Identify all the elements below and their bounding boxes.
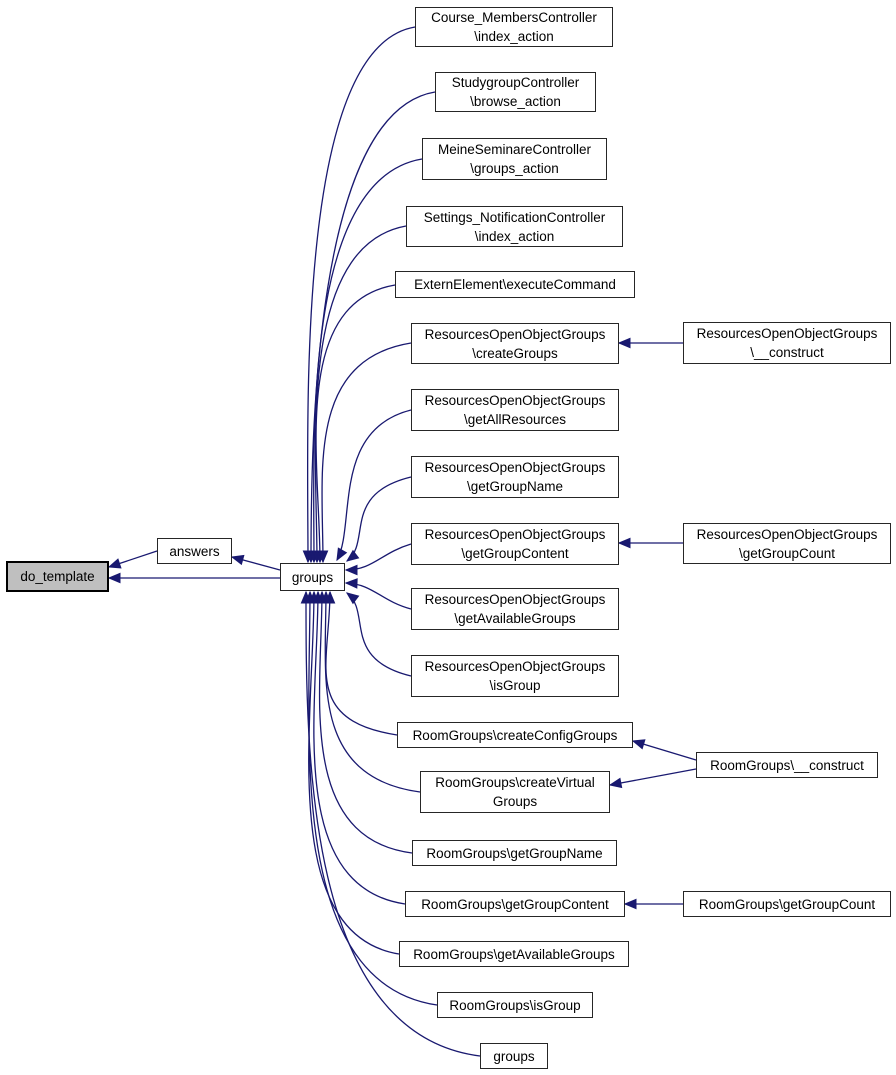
node-label: \__construct: [750, 345, 824, 360]
edge-course_members_index-to-groups_center: [306, 26, 416, 563]
node-label: Groups: [492, 794, 538, 809]
node-rg_createconfiggroups[interactable]: RoomGroups\createConfigGroups: [397, 722, 633, 748]
node-label: \isGroup: [489, 678, 541, 693]
node-label: answers: [169, 543, 220, 559]
edge-rg_construct-to-rg_createvirtualgroups: [609, 768, 697, 786]
arrowhead-groups_center-to-answers: [230, 554, 245, 566]
node-label: RoomGroups\getGroupCount: [698, 896, 876, 912]
edge-roog_getgroupname-to-groups_center: [346, 476, 412, 562]
node-label: \getGroupContent: [461, 546, 569, 561]
node-label: RoomGroups\__construct: [710, 757, 864, 773]
node-label: StudygroupController: [451, 75, 580, 90]
arrowhead-roog_creategroups-to-groups_center: [317, 550, 329, 564]
node-label: RoomGroups\getGroupName: [426, 845, 603, 861]
node-settings_notification[interactable]: Settings_NotificationController \index_ac…: [406, 206, 623, 247]
arrowhead-roog_isgroup-to-groups_center: [345, 592, 360, 605]
node-label: groups: [291, 569, 334, 585]
node-label: MeineSeminareController: [437, 142, 592, 157]
node-label: \createGroups: [472, 345, 558, 361]
node-label: RoomGroups\createConfigGroups: [412, 727, 618, 743]
node-roog_getgroupcount[interactable]: ResourcesOpenObjectGroups \getGroupCount: [683, 523, 891, 564]
node-roog_getgroupcontent[interactable]: ResourcesOpenObjectGroups \getGroupConten…: [411, 523, 619, 565]
edge-meineseminare_groups-to-groups_center: [313, 158, 423, 563]
node-label: \getGroupCount: [738, 545, 836, 561]
node-label: RoomGroups\getGroupContent: [421, 896, 609, 912]
edge-rg_isgroup-to-groups_center: [308, 591, 438, 1006]
node-roog_getgroupname[interactable]: ResourcesOpenObjectGroups \getGroupName: [411, 456, 619, 498]
node-answers[interactable]: answers: [157, 538, 232, 564]
node-roog_getavailablegroups[interactable]: ResourcesOpenObjectGroups \getAvailableGr…: [411, 588, 619, 630]
node-label: RoomGroups\getAvailableGroups: [413, 946, 615, 962]
node-meineseminare_groups[interactable]: MeineSeminareController \groups_action: [422, 138, 607, 180]
node-label: \getAvailableGroups: [454, 611, 576, 626]
node-label: Settings_NotificationController: [423, 209, 606, 225]
edge-roog_creategroups-to-groups_center: [321, 342, 412, 563]
node-roog_construct[interactable]: ResourcesOpenObjectGroups \__construct: [683, 322, 891, 364]
node-label: \browse_action: [470, 94, 561, 109]
node-groups_center[interactable]: groups: [280, 563, 345, 591]
node-label: ResourcesOpenObjectGroups: [696, 326, 878, 341]
node-label: RoomGroups\isGroup: [449, 997, 581, 1013]
edge-studygroup_browse-to-groups_center: [310, 91, 436, 563]
edge-rg_createconfiggroups-to-groups_center: [325, 591, 398, 736]
node-label: ResourcesOpenObjectGroups: [424, 592, 606, 607]
edge-externelement_execute-to-groups_center: [315, 284, 396, 563]
node-label: Course_MembersController: [431, 10, 597, 25]
node-label: \getGroupName: [466, 479, 564, 494]
node-roog_isgroup[interactable]: ResourcesOpenObjectGroups \isGroup: [411, 655, 619, 697]
node-label: do_template: [20, 569, 95, 584]
node-label: \index_action: [474, 29, 554, 44]
arrowhead-groups_bottom-to-groups_center: [300, 590, 312, 604]
arrowhead-roog_getallresources-to-groups_center: [336, 547, 348, 562]
node-label: ResourcesOpenObjectGroups: [424, 460, 606, 475]
edge-rg_getavailablegroups-to-groups_center: [308, 591, 400, 955]
edge-roog_getallresources-to-groups_center: [336, 409, 412, 561]
node-studygroup_browse[interactable]: StudygroupController \browse_action: [435, 72, 596, 112]
node-label: ResourcesOpenObjectGroups: [424, 393, 606, 408]
arrowhead-answers-to-do_template: [107, 558, 122, 569]
node-label: groups: [493, 1048, 535, 1064]
node-rg_getgroupcontent[interactable]: RoomGroups\getGroupContent: [405, 891, 625, 917]
node-course_members_index[interactable]: Course_MembersController \index_action: [415, 7, 613, 47]
edge-groups_bottom-to-groups_center: [305, 591, 481, 1057]
node-label: ExternElement\executeCommand: [414, 277, 616, 292]
edge-rg_getgroupname-to-groups_center: [318, 591, 413, 854]
node-rg_getgroupname[interactable]: RoomGroups\getGroupName: [412, 840, 617, 866]
arrowhead-roog_getgroupname-to-groups_center: [345, 549, 360, 562]
arrowhead-roog_getgroupcount-to-roog_getgroupcontent: [617, 537, 631, 549]
node-label: \getAllResources: [463, 412, 567, 427]
edge-rg_getgroupcontent-to-groups_center: [313, 591, 406, 905]
node-label: ResourcesOpenObjectGroups: [424, 326, 606, 342]
arrowhead-roog_getavailablegroups-to-groups_center: [344, 578, 358, 589]
arrowhead-rg_construct-to-rg_createvirtualgroups: [608, 777, 623, 789]
arrowhead-rg_construct-to-rg_createconfiggroups: [631, 739, 646, 750]
arrowhead-roog_getgroupcontent-to-groups_center: [344, 564, 358, 576]
node-roog_getallresources[interactable]: ResourcesOpenObjectGroups \getAllResource…: [411, 389, 619, 431]
node-roog_creategroups[interactable]: ResourcesOpenObjectGroups \createGroups: [411, 323, 619, 364]
node-label: ResourcesOpenObjectGroups: [424, 659, 606, 674]
node-rg_getavailablegroups[interactable]: RoomGroups\getAvailableGroups: [399, 941, 629, 967]
node-groups_bottom[interactable]: groups: [480, 1043, 548, 1069]
node-label: RoomGroups\createVirtual: [435, 775, 595, 790]
edge-settings_notification-to-groups_center: [314, 225, 407, 563]
arrowhead-groups_center-to-do_template: [107, 572, 121, 584]
node-label: ResourcesOpenObjectGroups: [696, 526, 878, 542]
node-label: \index_action: [474, 228, 555, 244]
node-rg_getgroupcount[interactable]: RoomGroups\getGroupCount: [683, 891, 891, 917]
arrowhead-roog_construct-to-roog_creategroups: [617, 337, 631, 349]
node-rg_isgroup[interactable]: RoomGroups\isGroup: [437, 992, 593, 1018]
node-do_template: do_template: [6, 561, 109, 592]
edge-rg_createvirtualgroups-to-groups_center: [324, 591, 421, 793]
node-externelement_execute[interactable]: ExternElement\executeCommand: [395, 271, 635, 298]
node-rg_construct[interactable]: RoomGroups\__construct: [696, 752, 878, 778]
arrowhead-rg_getgroupcount-to-rg_getgroupcontent: [623, 898, 637, 910]
node-label: ResourcesOpenObjectGroups: [424, 527, 606, 542]
node-label: \groups_action: [470, 161, 559, 176]
